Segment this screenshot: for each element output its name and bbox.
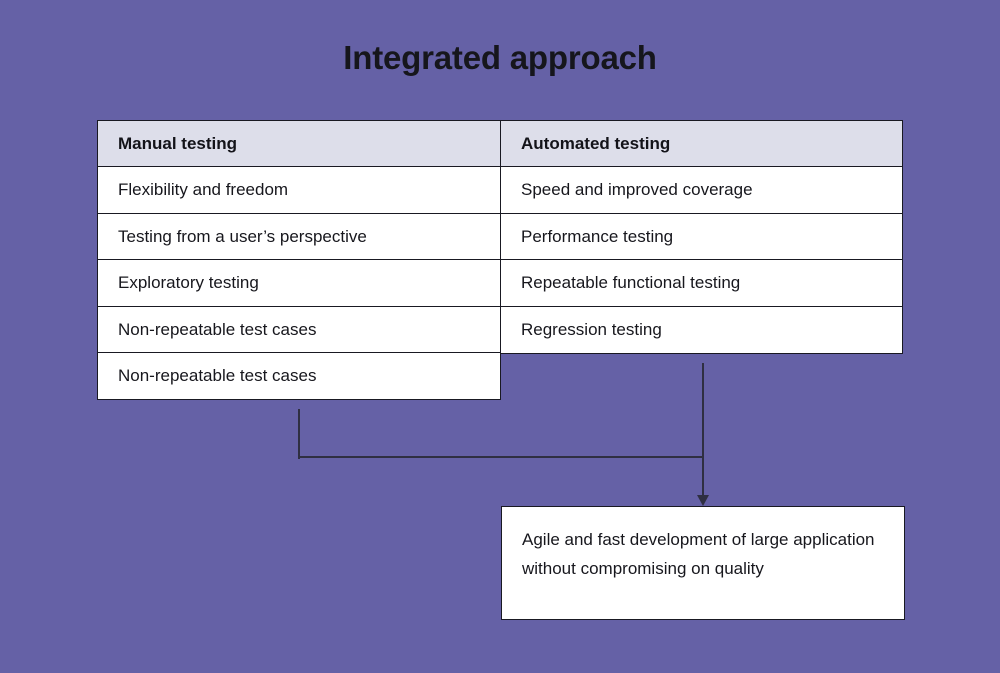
column-header-manual-testing: Manual testing xyxy=(97,120,501,168)
table-row: Exploratory testing xyxy=(97,259,501,308)
column-header-automated-testing: Automated testing xyxy=(501,120,903,168)
connector-line-horizontal xyxy=(298,456,704,459)
table-row: Flexibility and freedom xyxy=(97,166,501,215)
table-row: Non-repeatable test cases xyxy=(97,352,501,401)
page-title: Integrated approach xyxy=(343,39,657,76)
connector-line-from-manual xyxy=(298,409,301,459)
table-row: Repeatable functional testing xyxy=(501,259,903,308)
table-row: Non-repeatable test cases xyxy=(97,305,501,354)
table-row: Performance testing xyxy=(501,212,903,261)
table-column-manual-testing: Manual testing Flexibility and freedom T… xyxy=(97,120,501,401)
outcome-box: Agile and fast development of large appl… xyxy=(501,506,905,620)
table-row: Regression testing xyxy=(501,305,903,354)
table-column-automated-testing: Automated testing Speed and improved cov… xyxy=(501,120,903,354)
table-row: Speed and improved coverage xyxy=(501,166,903,215)
table-row: Testing from a user’s perspective xyxy=(97,212,501,261)
connector-line-to-outcome xyxy=(702,363,705,499)
arrow-down-icon xyxy=(697,495,709,506)
